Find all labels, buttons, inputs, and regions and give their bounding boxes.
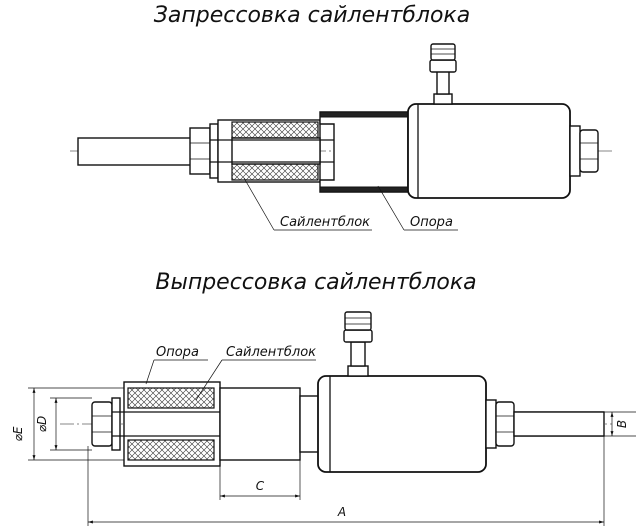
hydraulic-cylinder bbox=[407, 103, 571, 199]
label-top-bushing: Сайлентблок bbox=[280, 215, 370, 230]
right-nut-bottom bbox=[495, 401, 515, 447]
bushing-rubber-bottom bbox=[231, 163, 319, 181]
press-in-assembly bbox=[70, 43, 612, 231]
support-rubber-bottom bbox=[127, 439, 215, 461]
left-nut bbox=[189, 127, 211, 175]
dim-label-E: ⌀E bbox=[11, 426, 25, 441]
support-rubber-top bbox=[127, 387, 215, 409]
right-nut bbox=[579, 129, 599, 173]
dim-label-D: ⌀D bbox=[35, 416, 49, 432]
label-bottom-support: Опора bbox=[156, 345, 199, 360]
title-press-out: Выпрессовка сайлентблока bbox=[155, 270, 476, 295]
hydraulic-fitting-bottom bbox=[343, 311, 373, 377]
label-top-support: Опора bbox=[410, 215, 453, 230]
dim-label-B: B bbox=[615, 420, 629, 428]
hydraulic-fitting bbox=[429, 43, 457, 105]
press-out-assembly bbox=[28, 311, 636, 526]
washer bbox=[209, 123, 219, 179]
dim-label-A: A bbox=[337, 505, 346, 519]
threaded-rod bbox=[77, 137, 199, 166]
bushing-rubber-top bbox=[231, 121, 319, 139]
label-bottom-bushing: Сайлентблок bbox=[226, 345, 316, 360]
dim-label-C: C bbox=[256, 479, 265, 493]
left-nut-bottom bbox=[91, 401, 113, 447]
title-press-in: Запрессовка сайлентблока bbox=[154, 3, 470, 28]
spacer-sleeve bbox=[219, 387, 301, 461]
hydraulic-cylinder-bottom bbox=[317, 375, 487, 473]
support-cup bbox=[319, 111, 409, 193]
